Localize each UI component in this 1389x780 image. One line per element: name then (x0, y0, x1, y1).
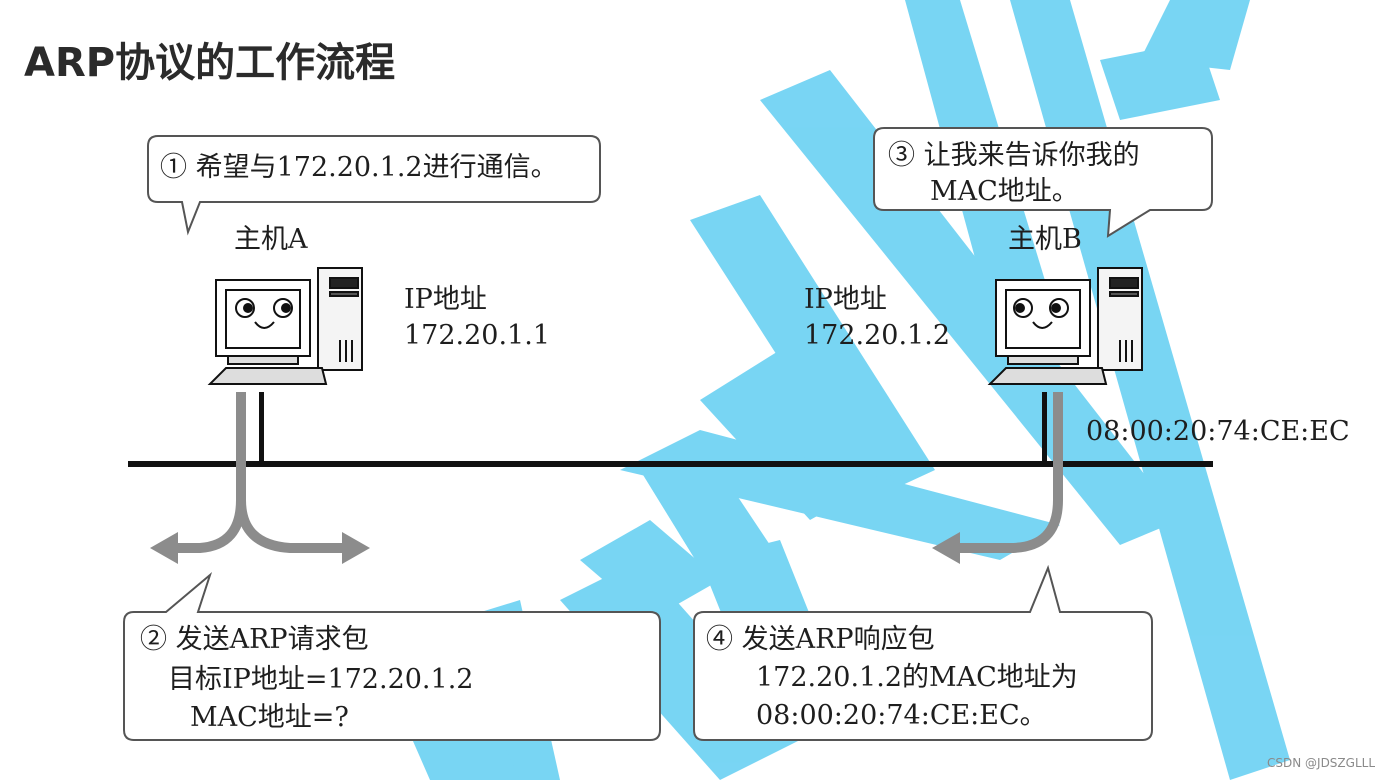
network-bus (128, 461, 1213, 467)
bubble-step2-line3: MAC地址=? (190, 702, 349, 733)
bubble-step2-line1: ② 发送ARP请求包 (140, 624, 369, 655)
watermark: CSDN @JDSZGLLL (1267, 756, 1375, 770)
host-b-ip-label: IP地址 (804, 284, 887, 315)
speech-bubbles (123, 127, 1213, 741)
host-a-ip-label: IP地址 (404, 284, 487, 315)
host-a-ip: 172.20.1.1 (404, 320, 550, 351)
bubble-step3-line2: MAC地址。 (930, 176, 1079, 207)
computer-b-icon (987, 267, 1143, 385)
bubble-step2-line2: 目标IP地址=172.20.1.2 (168, 664, 474, 695)
bubble-step4-line3: 08:00:20:74:CE:EC。 (756, 700, 1047, 731)
host-b-cable (1042, 392, 1047, 464)
bubble-step4-line1: ④ 发送ARP响应包 (706, 624, 935, 655)
bubble-step4-line2: 172.20.1.2的MAC地址为 (756, 662, 1078, 693)
bubble-step4 (693, 564, 1153, 741)
broadcast-arrow-left-head (150, 532, 178, 564)
bubble-step3-line1: ③ 让我来告诉你我的 (888, 140, 1140, 171)
broadcast-arrows (170, 392, 345, 553)
bubble-step1 (147, 135, 601, 236)
reply-arrow-head (932, 532, 960, 564)
broadcast-arrow-right-head (342, 532, 370, 564)
host-a-label: 主机A (234, 224, 308, 255)
host-b-mac: 08:00:20:74:CE:EC (1086, 416, 1350, 447)
reply-arrow (955, 392, 1063, 553)
bubble-step2 (123, 571, 661, 741)
computer-a-icon (207, 267, 363, 385)
host-a-cable (259, 392, 264, 464)
page-title: ARP协议的工作流程 (24, 40, 396, 86)
bubble-step3 (873, 127, 1213, 238)
bubble-step1-text: ① 希望与172.20.1.2进行通信。 (160, 152, 558, 183)
host-b-ip: 172.20.1.2 (804, 320, 950, 351)
host-b-label: 主机B (1008, 224, 1082, 255)
